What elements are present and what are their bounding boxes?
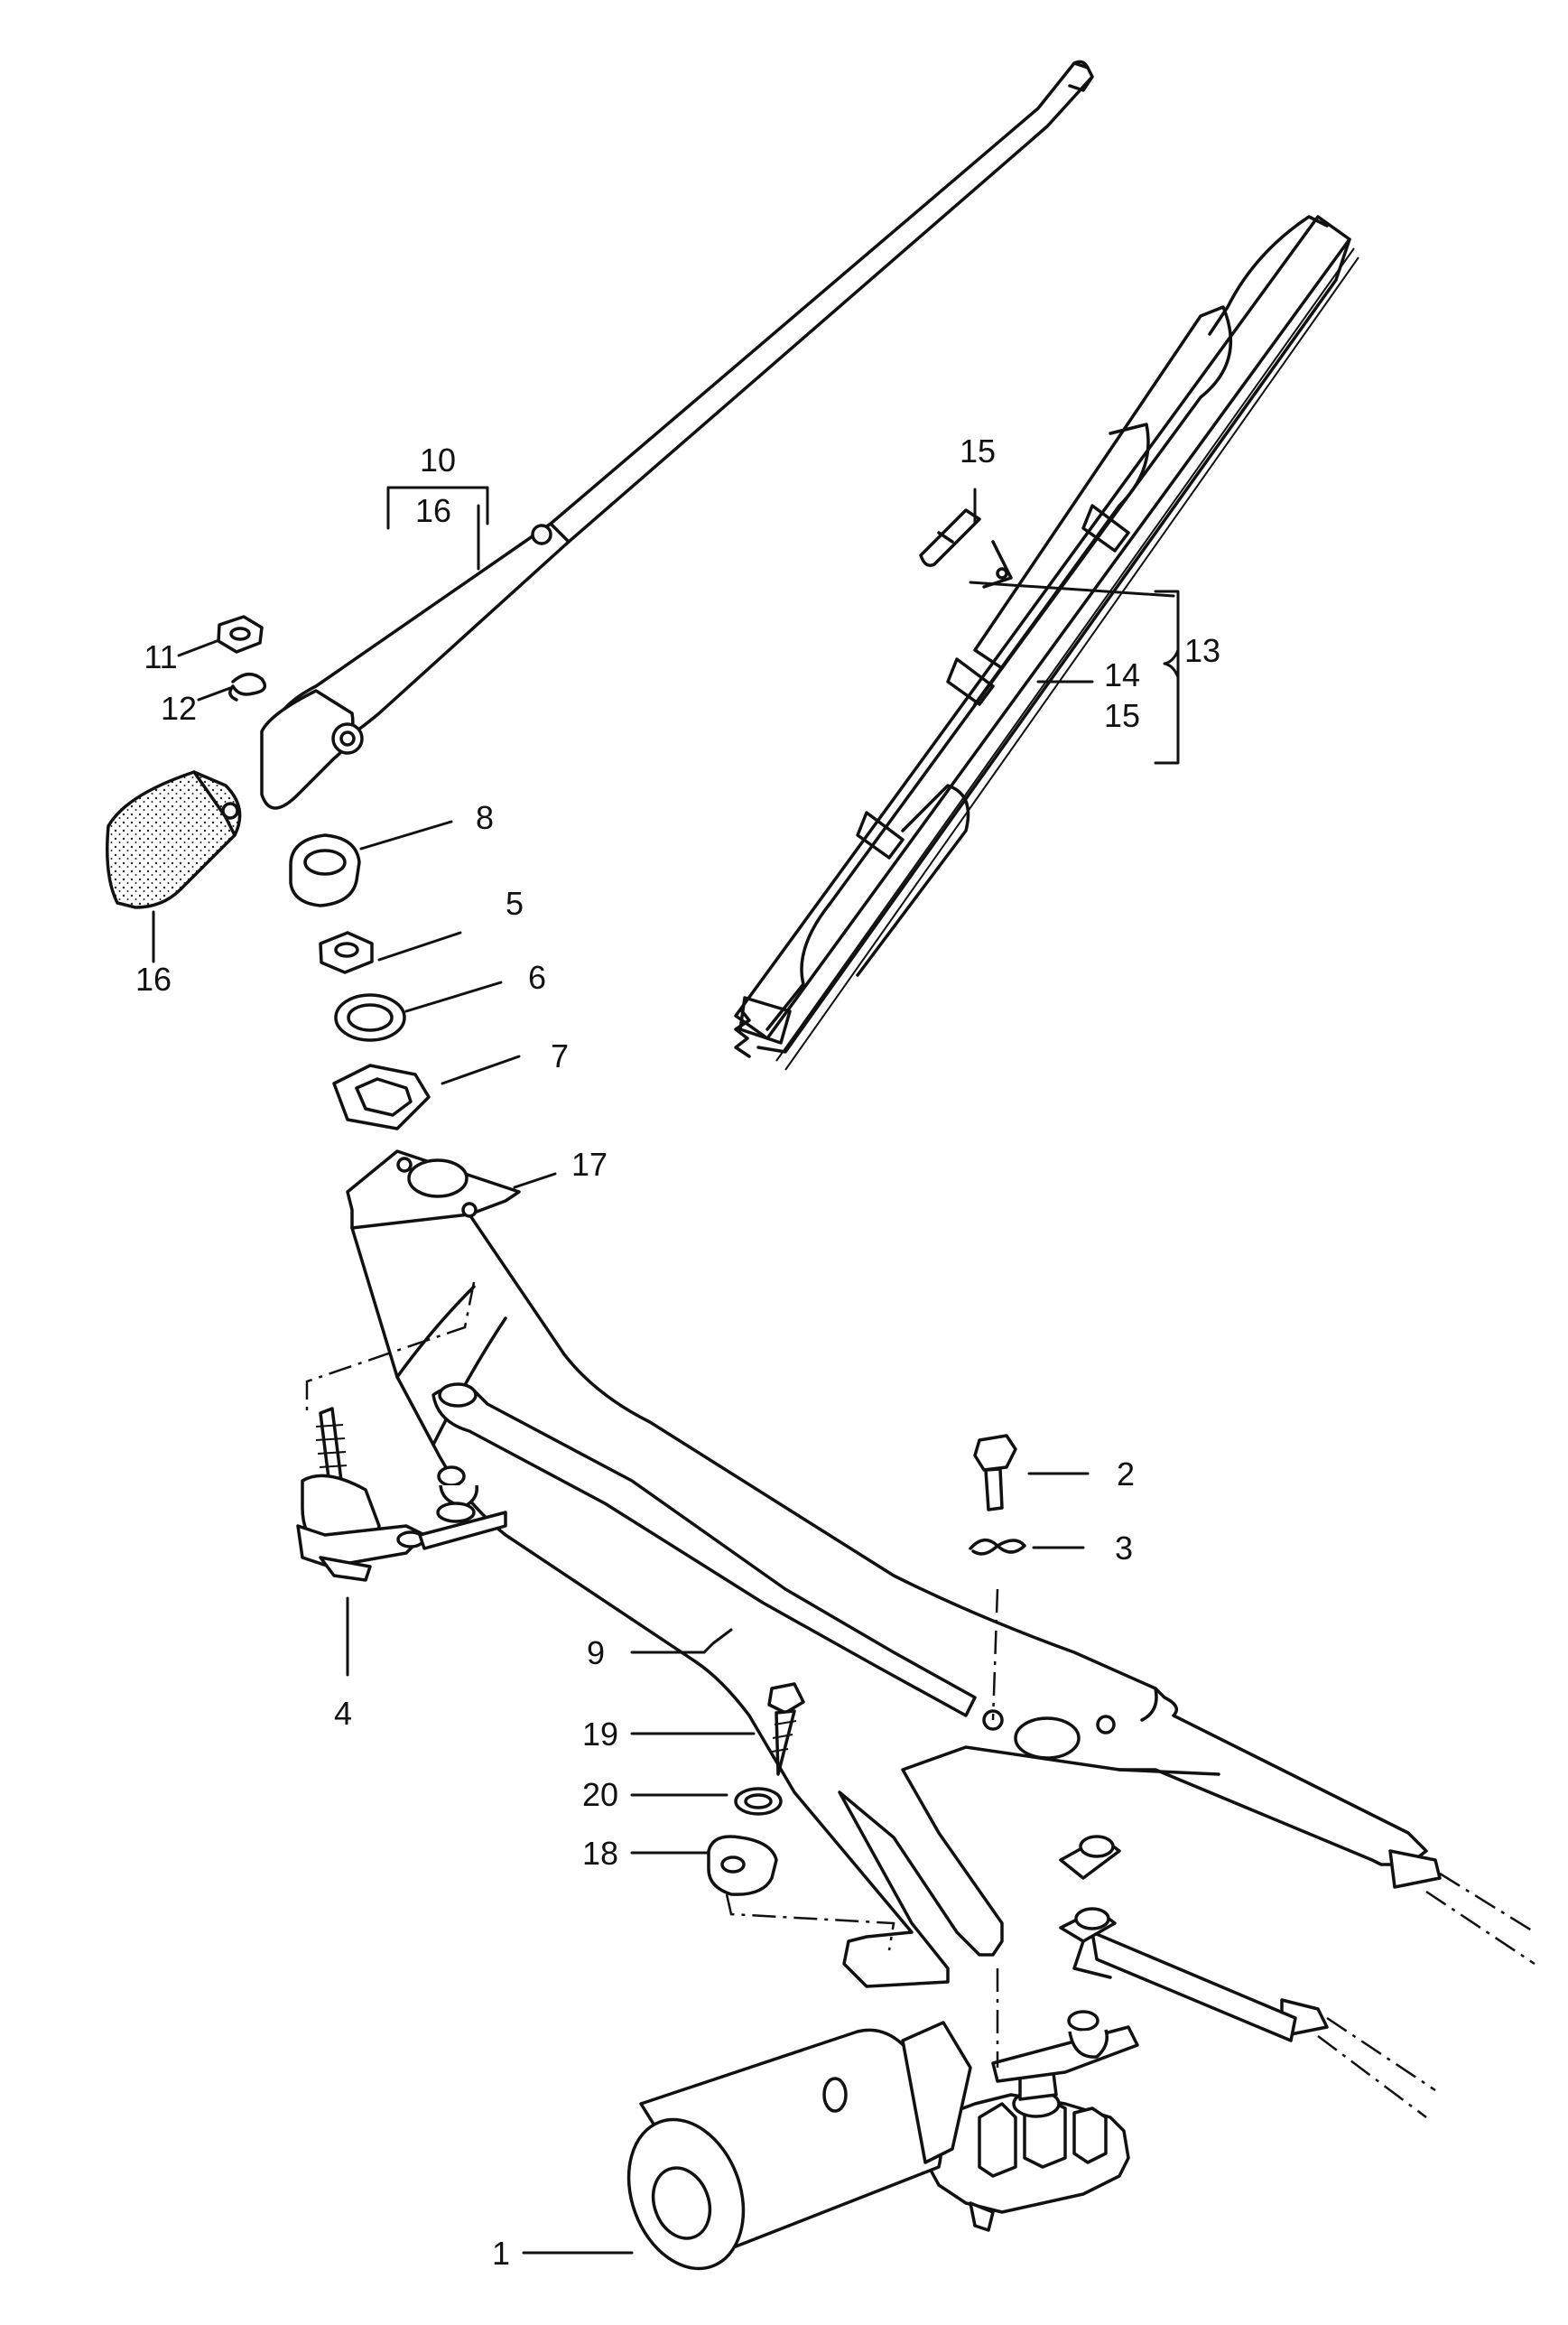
- nut-5: [319, 931, 374, 974]
- callout-17: 17: [571, 1146, 608, 1183]
- pivot-pads: [1059, 1835, 1121, 1979]
- clip-15: [919, 508, 981, 567]
- pivot-bearing-4: [296, 1407, 507, 1582]
- arm-cap: [106, 770, 242, 909]
- callout-8: 8: [476, 799, 494, 836]
- screw-19: [767, 1682, 805, 1776]
- callout-2: 2: [1117, 1455, 1135, 1493]
- nut-11: [217, 615, 264, 654]
- link-rod-9: [431, 1382, 977, 1717]
- spring-washer-3: [969, 1539, 1026, 1556]
- linkage-frame: [346, 1149, 1428, 1988]
- wiper-arm: [260, 60, 1094, 810]
- grommet-18: [707, 1835, 778, 1896]
- brace-13: [1163, 648, 1180, 679]
- bolt-2: [973, 1434, 1017, 1511]
- callout-3: 3: [1115, 1530, 1133, 1567]
- callout-19: 19: [582, 1716, 618, 1753]
- callout-12: 12: [161, 690, 197, 727]
- callout-11: 11: [144, 638, 177, 675]
- washer-20: [734, 1787, 783, 1816]
- callout-14: 14: [1104, 656, 1140, 693]
- wiper-motor-1: [626, 2010, 1139, 2271]
- callout-4: 4: [334, 1695, 352, 1732]
- assembly-lines: [305, 1281, 999, 2068]
- spring-washer-12: [228, 673, 267, 702]
- callout-labels: 1 2 3 4 5 6 7 8 9 10 16 11 12 13 14 15 1…: [135, 432, 1220, 2272]
- callout-9: 9: [587, 1634, 605, 1671]
- leader-lines: [152, 486, 1180, 2255]
- washer-6: [334, 993, 406, 1042]
- frame-right-end: [1090, 1849, 1536, 2118]
- callout-7: 7: [551, 1037, 569, 1074]
- callout-5: 5: [506, 885, 524, 922]
- callout-6: 6: [528, 959, 546, 996]
- callout-20: 20: [582, 1776, 618, 1813]
- callout-16: 16: [135, 961, 172, 998]
- gasket-7: [332, 1064, 431, 1130]
- callout-10: 10: [420, 442, 456, 479]
- callout-15-top: 15: [960, 432, 996, 470]
- callout-13: 13: [1184, 632, 1220, 669]
- callout-10-16: 16: [415, 492, 451, 529]
- callout-18: 18: [582, 1835, 618, 1872]
- bushing-8: [289, 833, 361, 907]
- callout-15-bottom: 15: [1104, 697, 1140, 734]
- callout-1: 1: [492, 2235, 510, 2272]
- wiper-blade: [734, 215, 1359, 1071]
